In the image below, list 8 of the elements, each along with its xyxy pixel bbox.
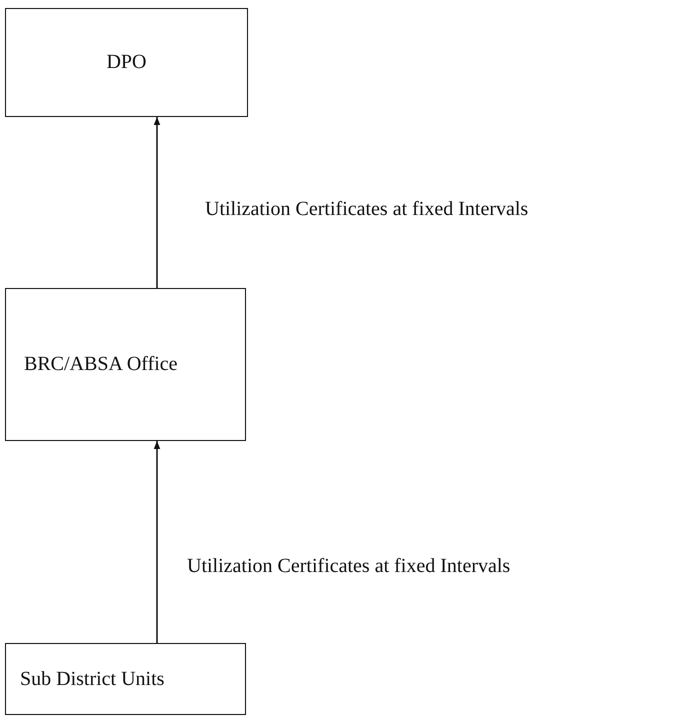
arrow [154,117,160,288]
process-box [5,643,246,715]
arrow [154,441,160,643]
process-box [5,288,246,441]
process-box [5,8,248,117]
node-label: Sub District Units [20,668,164,690]
node-label: BRC/ABSA Office [24,353,178,376]
node-label: DPO [106,51,146,74]
